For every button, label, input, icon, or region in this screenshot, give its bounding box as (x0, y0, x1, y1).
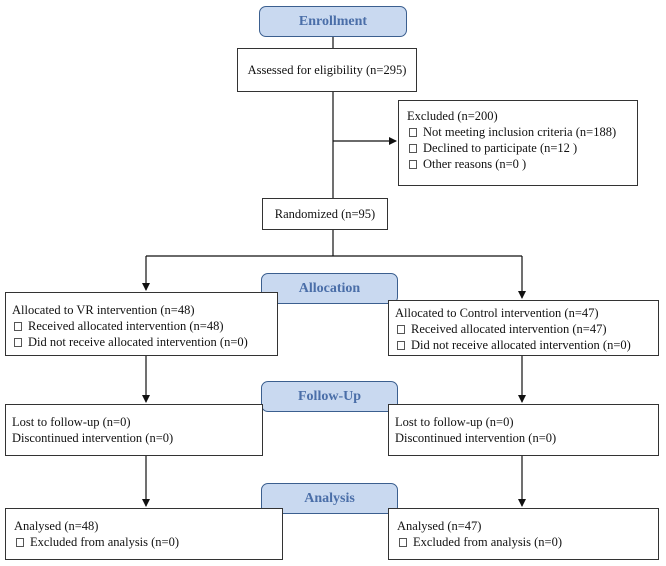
followup-control-box: Lost to follow-up (n=0) Discontinued int… (388, 404, 659, 456)
randomized-box: Randomized (n=95) (262, 198, 388, 230)
checkbox-icon (14, 322, 22, 331)
analysis-control-analysed: Analysed (n=47) (397, 519, 482, 533)
followup-vr-box: Lost to follow-up (n=0) Discontinued int… (5, 404, 263, 456)
analysis-control-excluded: Excluded from analysis (n=0) (397, 534, 650, 550)
checkbox-icon (397, 325, 405, 334)
stage-allocation-label: Allocation (298, 280, 361, 296)
assessed-text: Assessed for eligibility (n=295) (247, 63, 407, 77)
analysis-vr-analysed: Analysed (n=48) (14, 519, 99, 533)
followup-vr-discontinued: Discontinued intervention (n=0) (12, 431, 174, 445)
randomized-text: Randomized (n=95) (274, 207, 376, 221)
allocation-control-item: Did not receive allocated intervention (… (395, 337, 652, 353)
checkbox-icon (399, 538, 407, 547)
assessed-box: Assessed for eligibility (n=295) (237, 48, 417, 92)
followup-control-lost: Lost to follow-up (n=0) (395, 415, 514, 429)
stage-analysis: Analysis (261, 483, 398, 514)
stage-allocation: Allocation (261, 273, 398, 304)
stage-followup: Follow-Up (261, 381, 398, 412)
checkbox-icon (409, 160, 417, 169)
checkbox-icon (409, 144, 417, 153)
allocation-control-item: Received allocated intervention (n=47) (395, 321, 652, 337)
excluded-item: Not meeting inclusion criteria (n=188) (407, 124, 629, 140)
allocation-vr-item: Did not receive allocated intervention (… (12, 334, 271, 350)
allocation-vr-box: Allocated to VR intervention (n=48) Rece… (5, 292, 278, 356)
allocation-control-box: Allocated to Control intervention (n=47)… (388, 300, 659, 356)
checkbox-icon (16, 538, 24, 547)
stage-enrollment: Enrollment (259, 6, 407, 37)
analysis-vr-excluded: Excluded from analysis (n=0) (14, 534, 274, 550)
followup-control-discontinued: Discontinued intervention (n=0) (395, 431, 557, 445)
stage-followup-label: Follow-Up (298, 388, 361, 404)
checkbox-icon (397, 341, 405, 350)
allocation-vr-item: Received allocated intervention (n=48) (12, 318, 271, 334)
excluded-box: Excluded (n=200) Not meeting inclusion c… (398, 100, 638, 186)
analysis-control-box: Analysed (n=47) Excluded from analysis (… (388, 508, 659, 560)
checkbox-icon (14, 338, 22, 347)
allocation-vr-title: Allocated to VR intervention (n=48) (12, 303, 195, 317)
followup-vr-lost: Lost to follow-up (n=0) (12, 415, 131, 429)
allocation-control-title: Allocated to Control intervention (n=47) (395, 306, 599, 320)
stage-enrollment-label: Enrollment (298, 13, 368, 29)
checkbox-icon (409, 128, 417, 137)
excluded-item: Declined to participate (n=12 ) (407, 140, 629, 156)
stage-analysis-label: Analysis (304, 490, 355, 506)
analysis-vr-box: Analysed (n=48) Excluded from analysis (… (5, 508, 283, 560)
excluded-item: Other reasons (n=0 ) (407, 156, 629, 172)
excluded-title: Excluded (n=200) (407, 109, 498, 123)
